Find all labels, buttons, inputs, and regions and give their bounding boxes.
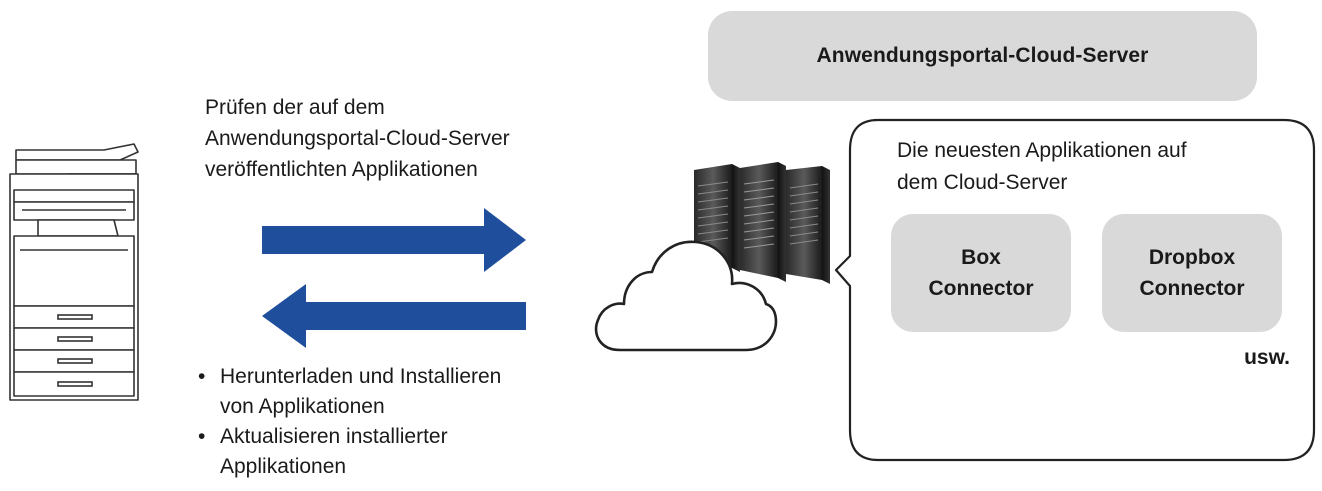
check-label-line-1: Prüfen der auf dem bbox=[205, 96, 385, 119]
cloud-server-box: Anwendungsportal-Cloud-Server bbox=[708, 11, 1257, 101]
action-line-1: Herunterladen und Installieren bbox=[220, 365, 502, 388]
app-box-box-connector: Box Connector bbox=[891, 214, 1071, 332]
check-apps-label: Prüfen der auf dem Anwendungsportal-Clou… bbox=[205, 92, 625, 185]
arrow-to-printer bbox=[262, 284, 526, 348]
app-box-dropbox-connector: Dropbox Connector bbox=[1102, 214, 1282, 332]
cloud-server-title: Anwendungsportal-Cloud-Server bbox=[816, 44, 1149, 67]
actions-list: • Herunterladen und Installieren von App… bbox=[198, 362, 598, 482]
bubble-title-line-1: Die neuesten Applikationen auf bbox=[897, 139, 1187, 162]
bullet: • bbox=[198, 425, 206, 448]
action-line-2: von Applikationen bbox=[220, 395, 385, 418]
action-line-1: Aktualisieren installierter bbox=[220, 425, 448, 448]
list-item: • Herunterladen und Installieren von App… bbox=[198, 362, 598, 422]
check-label-line-3: veröffentlichten Applikationen bbox=[205, 158, 478, 181]
list-item: • Aktualisieren installierter Applikatio… bbox=[198, 422, 598, 482]
app-name-line-1: Box bbox=[961, 246, 1001, 269]
check-label-line-2: Anwendungsportal-Cloud-Server bbox=[205, 127, 510, 150]
bullet: • bbox=[198, 365, 206, 388]
more-apps-label: usw. bbox=[1244, 346, 1290, 369]
arrow-to-server bbox=[262, 208, 526, 272]
server-rack-icon bbox=[694, 162, 830, 284]
app-name-line-1: Dropbox bbox=[1148, 246, 1236, 269]
bubble-title-line-2: dem Cloud-Server bbox=[897, 171, 1068, 194]
cloud-icon bbox=[594, 240, 778, 352]
multifunction-printer-icon bbox=[9, 143, 139, 401]
action-line-2: Applikationen bbox=[220, 455, 347, 478]
app-name-line-2: Connector bbox=[928, 277, 1034, 300]
app-name-line-2: Connector bbox=[1139, 277, 1245, 300]
bubble-title: Die neuesten Applikationen auf dem Cloud… bbox=[897, 135, 1297, 199]
speech-bubble bbox=[834, 118, 1316, 462]
